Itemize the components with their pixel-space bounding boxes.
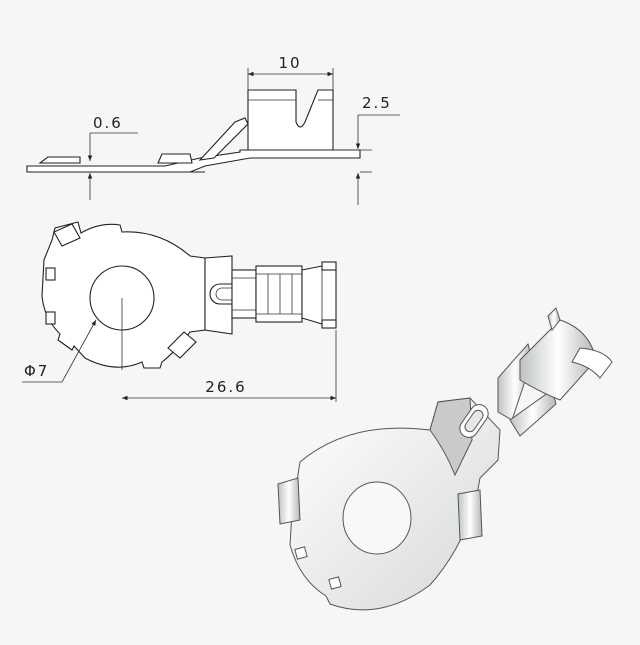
iso-crimp-wing-2 [509,389,557,437]
leader-line [61,319,97,383]
tab-raised [53,223,81,247]
crimp-wing-1 [231,269,257,319]
dim-hole-diameter: Φ7 [22,298,123,383]
dim-top-width-label: 10 [278,54,301,72]
dim-thickness: 0.6 [87,114,138,200]
iso-square [294,546,308,560]
side-crimp-wing [198,117,249,161]
side-mid-tab [157,153,193,164]
iso-barrel-tab [547,307,561,332]
dim-height: 2.5 [333,94,400,205]
rear-tab [321,261,337,271]
tab-square [45,267,56,281]
dim-thickness-label: 0.6 [93,114,123,132]
side-view [26,89,361,173]
iso-tab [457,489,483,541]
iso-slot-inner [464,409,484,433]
dim-height-label: 2.5 [362,94,392,112]
iso-tab [277,477,301,525]
side-left-tab [38,156,81,164]
crimp-barrel [255,265,303,323]
rear-barrel [301,265,337,325]
dim-overall-length-label: 26.6 [205,378,246,396]
iso-hole [342,481,412,555]
dim-hole-diameter-label: Φ7 [24,362,49,380]
side-barrel [247,89,334,151]
rear-tab [321,319,337,329]
top-view [41,221,337,369]
isometric-view [277,307,613,611]
iso-barrel-lip [571,347,613,379]
dim-overall-length: 26.6 [122,330,337,402]
iso-barrel [519,319,597,401]
tab-raised [167,331,197,359]
iso-square [328,576,342,590]
dim-top-width: 10 [247,54,334,90]
tab-square [45,311,56,325]
